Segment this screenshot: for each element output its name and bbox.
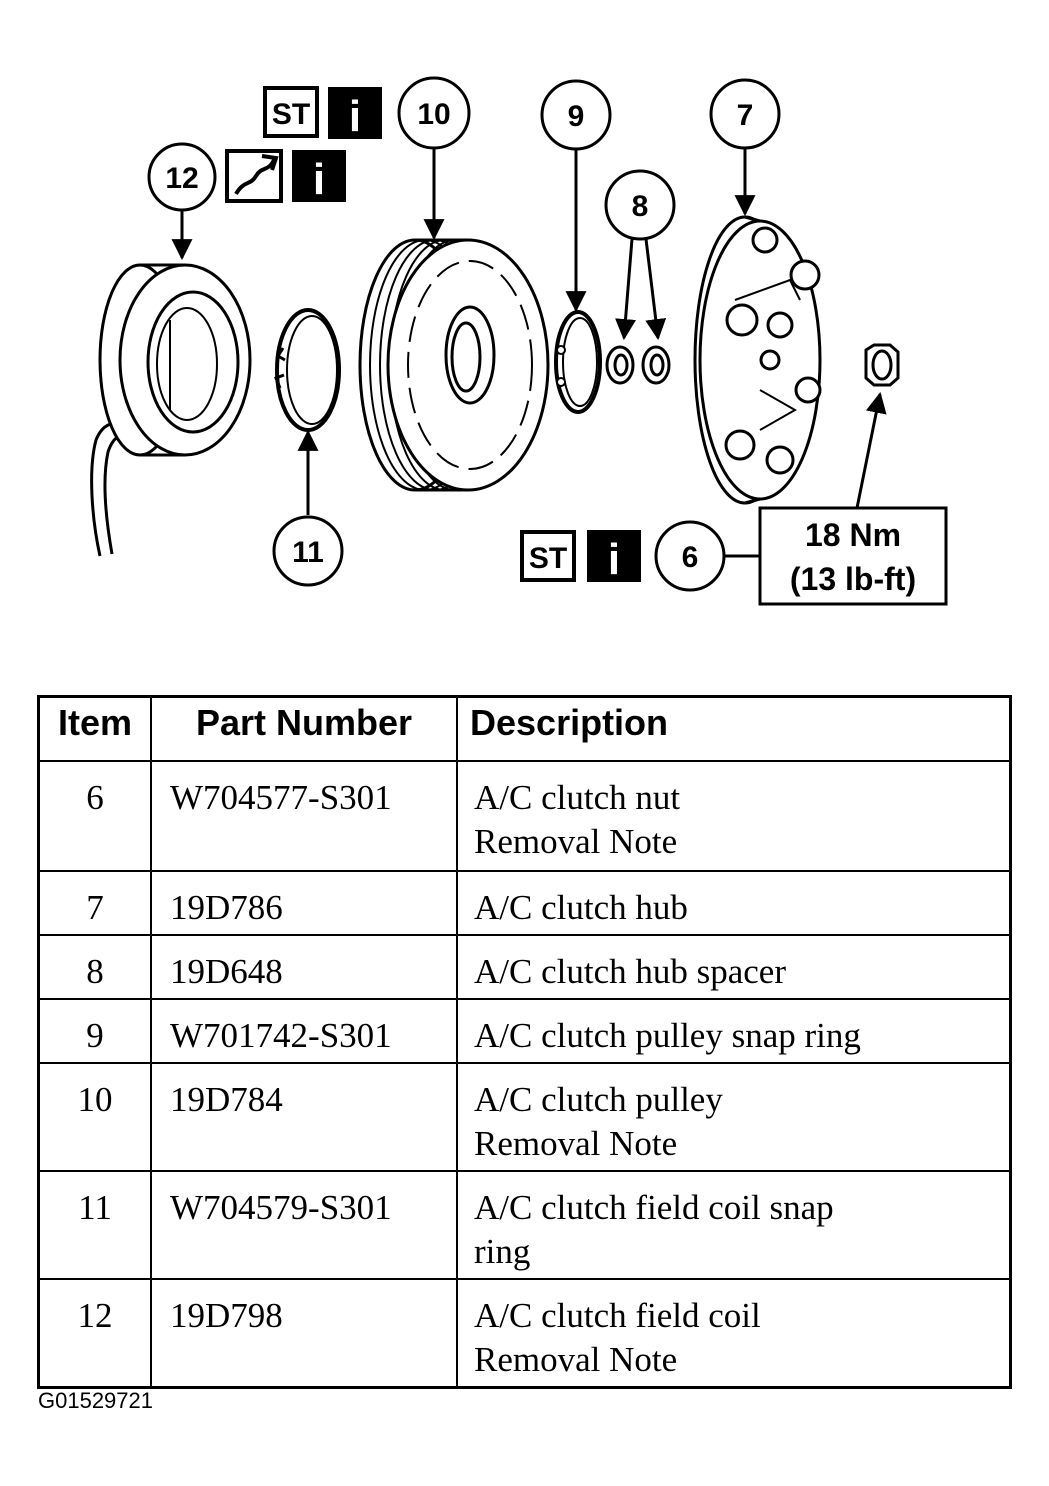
exploded-view-diagram: 12 i ST i 10 9 8 7 xyxy=(90,76,948,606)
info-icon: i xyxy=(292,150,346,204)
torque-nm: 18 Nm xyxy=(805,517,901,553)
row-part-number: 19D784 xyxy=(150,1062,458,1172)
torque-spec-box: 18 Nm (13 lb-ft) xyxy=(758,506,948,606)
callout-6: 6 xyxy=(654,520,726,592)
lubricate-icon xyxy=(225,149,283,203)
svg-text:12: 12 xyxy=(165,162,198,195)
callout-9: 9 xyxy=(540,79,612,151)
pulley-snap-ring-drawing xyxy=(554,310,602,414)
row-item: 9 xyxy=(37,998,152,1064)
row-part-number: 19D798 xyxy=(150,1278,458,1389)
info-icon: i xyxy=(587,530,641,584)
field-coil-drawing xyxy=(90,263,252,557)
hub-spacers-drawing xyxy=(605,345,671,385)
svg-text:11: 11 xyxy=(292,536,324,569)
special-tool-icon: ST xyxy=(520,530,576,582)
row-item: 8 xyxy=(37,934,152,1000)
callout-11: 11 xyxy=(272,515,344,587)
row-item: 11 xyxy=(37,1170,152,1280)
special-tool-icon: ST xyxy=(263,86,319,138)
svg-text:ST: ST xyxy=(529,542,567,575)
row-part-number: 19D648 xyxy=(150,934,458,1000)
row-item: 12 xyxy=(37,1278,152,1389)
table-row: 9 W701742-S301 A/C clutch pulley snap ri… xyxy=(37,998,1012,1064)
clutch-hub-drawing xyxy=(693,215,822,505)
table-row: 8 19D648 A/C clutch hub spacer xyxy=(37,934,1012,1000)
header-item: Item xyxy=(37,695,152,762)
parts-table: Item Part Number Description 6 W704577-S… xyxy=(37,695,1012,1389)
figure-id: G01529721 xyxy=(38,1388,153,1413)
pulley-drawing xyxy=(358,238,550,492)
callout-10: 10 xyxy=(397,76,471,150)
svg-text:7: 7 xyxy=(737,99,754,132)
svg-text:10: 10 xyxy=(417,98,450,131)
info-icon: i xyxy=(328,87,382,141)
torque-lbft: (13 lb-ft) xyxy=(790,561,916,597)
row-description: A/C clutch hub spacer xyxy=(456,934,1012,1000)
header-description: Description xyxy=(456,695,1012,762)
svg-text:i: i xyxy=(313,155,325,204)
row-part-number: W704577-S301 xyxy=(150,760,458,872)
svg-text:6: 6 xyxy=(682,541,699,574)
callout-12: 12 xyxy=(147,142,217,212)
field-coil-snap-ring-drawing xyxy=(274,308,341,432)
row-part-number: W701742-S301 xyxy=(150,998,458,1064)
svg-text:i: i xyxy=(608,535,620,584)
row-item: 7 xyxy=(37,870,152,936)
row-description: A/C clutch pulley snap ring xyxy=(456,998,1012,1064)
row-description: A/C clutch hub xyxy=(456,870,1012,936)
row-part-number: 19D786 xyxy=(150,870,458,936)
callout-8: 8 xyxy=(604,169,676,241)
table-row: 11 W704579-S301 A/C clutch field coil sn… xyxy=(37,1170,1012,1280)
svg-text:9: 9 xyxy=(568,100,585,133)
table-row: 7 19D786 A/C clutch hub xyxy=(37,870,1012,936)
clutch-nut-drawing xyxy=(864,343,900,387)
callout-7: 7 xyxy=(709,78,781,150)
table-header-row: Item Part Number Description xyxy=(37,695,1012,762)
row-item: 10 xyxy=(37,1062,152,1172)
svg-text:8: 8 xyxy=(632,190,649,223)
row-part-number: W704579-S301 xyxy=(150,1170,458,1280)
header-part-number: Part Number xyxy=(150,695,458,762)
svg-text:ST: ST xyxy=(272,98,310,131)
row-item: 6 xyxy=(37,760,152,872)
svg-text:i: i xyxy=(349,92,361,141)
